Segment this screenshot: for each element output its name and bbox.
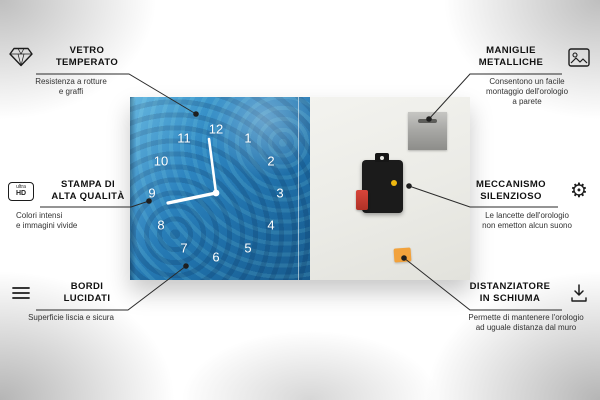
clock-product-image: 12 1 2 3 4 5 6 7 8 9 10 11 — [130, 97, 470, 280]
clock-mechanism — [356, 153, 403, 213]
clock-number: 3 — [276, 185, 284, 201]
picture-icon — [566, 46, 592, 68]
feature-title: STAMPA DI — [60, 179, 116, 190]
diamond-icon — [8, 46, 34, 68]
clock-number: 1 — [244, 130, 252, 146]
feature-title: MECCANISMO — [476, 179, 546, 190]
feature-title: SILENZIOSO — [480, 191, 542, 203]
feature-title: METALLICHE — [478, 57, 544, 69]
gear-icon: ⚙ — [570, 180, 588, 203]
feature-title: VETRO — [69, 45, 105, 56]
arrow-down-icon — [566, 282, 592, 304]
feature-maniglie-metalliche: MANIGLIE METALLICHE Consentono un facile… — [462, 45, 592, 108]
bottom-center-shadow — [180, 330, 440, 400]
layers-icon — [8, 282, 34, 304]
clock-number: 5 — [244, 240, 252, 256]
clock-hands — [166, 137, 220, 205]
feature-vetro-temperato: VETRO TEMPERATO Resistenza a rotture e g… — [8, 45, 134, 97]
hanger-hole — [380, 156, 384, 160]
feature-bordi-lucidati: BORDI LUCIDATI Superficie liscia e sicur… — [8, 281, 134, 323]
feature-description: Superficie liscia e sicura — [28, 312, 114, 322]
clock-number: 6 — [212, 249, 220, 265]
feature-title: IN SCHIUMA — [479, 293, 541, 305]
clock-number: 8 — [157, 217, 165, 233]
clock-number: 2 — [267, 153, 275, 169]
clock-number: 11 — [177, 130, 191, 146]
feature-description: Permette di mantenere l'orologio ad ugua… — [468, 312, 584, 333]
foam-spacer — [393, 247, 412, 263]
feature-description: Consentono un facile montaggio dell'orol… — [485, 76, 569, 107]
feature-stampa-alta-qualita: ultra HD STAMPA DI ALTA QUALITÀ Colori i… — [8, 179, 136, 231]
mounting-slot — [418, 119, 437, 123]
battery — [356, 190, 368, 210]
feature-distanziatore-schiuma: DISTANZIATORE IN SCHIUMA Permette di man… — [460, 281, 592, 333]
feature-title: TEMPERATO — [55, 57, 119, 69]
clock-number: 9 — [148, 185, 156, 201]
ultra-hd-icon: ultra HD — [8, 180, 34, 202]
feature-description: Resistenza a rotture e graffi — [35, 76, 107, 97]
clock-number: 4 — [267, 217, 275, 233]
feature-description: Le lancette dell'orologio non emetton al… — [482, 210, 572, 231]
feature-description: Colori intensi e immagini vivide — [16, 210, 78, 231]
feature-title: MANIGLIE — [486, 45, 536, 56]
feature-title: DISTANZIATORE — [469, 281, 551, 292]
panel-edge-shade — [130, 97, 136, 280]
clock-number: 7 — [180, 240, 188, 256]
clock-number: 12 — [208, 121, 224, 137]
feature-title: ALTA QUALITÀ — [51, 191, 125, 203]
clock-number: 10 — [153, 153, 169, 169]
clock-back-view — [310, 97, 470, 280]
hand-spindle — [391, 180, 397, 186]
panel-fold-line — [298, 97, 299, 280]
clock-front-face: 12 1 2 3 4 5 6 7 8 9 10 11 — [130, 97, 310, 280]
feature-title: LUCIDATI — [63, 293, 111, 305]
feature-meccanismo-silenzioso: MECCANISMO SILENZIOSO ⚙ Le lancette dell… — [462, 179, 592, 231]
metal-mounting-plate — [408, 112, 447, 150]
feature-title: BORDI — [70, 281, 104, 292]
